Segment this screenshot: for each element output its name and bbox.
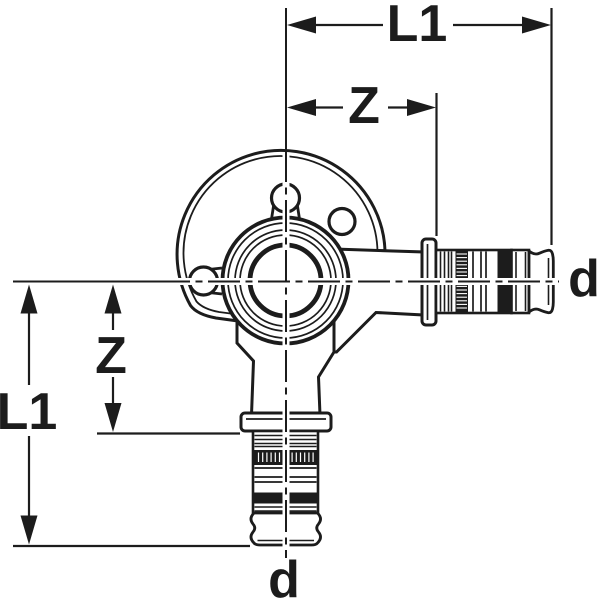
arrowhead-right	[522, 16, 551, 34]
arrowhead-right	[407, 99, 436, 116]
wall-flange-inner-line	[182, 155, 379, 316]
dim-label-l1-top: L1	[387, 0, 448, 53]
arrowhead-down	[20, 515, 38, 545]
dim-label-z-top: Z	[348, 77, 380, 135]
arrowhead-up	[20, 284, 38, 314]
centerlines	[13, 8, 559, 558]
arrowhead-down	[104, 403, 122, 432]
dimension-left-z: Z	[95, 284, 127, 432]
arrowhead-left	[287, 99, 316, 116]
arrowhead-up	[104, 284, 122, 314]
arrowhead-left	[287, 16, 316, 34]
dimension-top-l1: L1	[287, 0, 551, 53]
dim-label-l1-left: L1	[0, 383, 57, 441]
fitting-drawing	[175, 148, 555, 547]
dimension-left-l1: L1	[0, 284, 57, 545]
dim-label-d-right: d	[568, 250, 600, 308]
dimension-top-z: Z	[287, 77, 436, 135]
dim-label-z-left: Z	[95, 327, 127, 385]
screw-hole-upper-right	[327, 206, 357, 237]
screw-hole-necks	[208, 202, 301, 296]
dim-label-d-bottom: d	[268, 551, 300, 600]
